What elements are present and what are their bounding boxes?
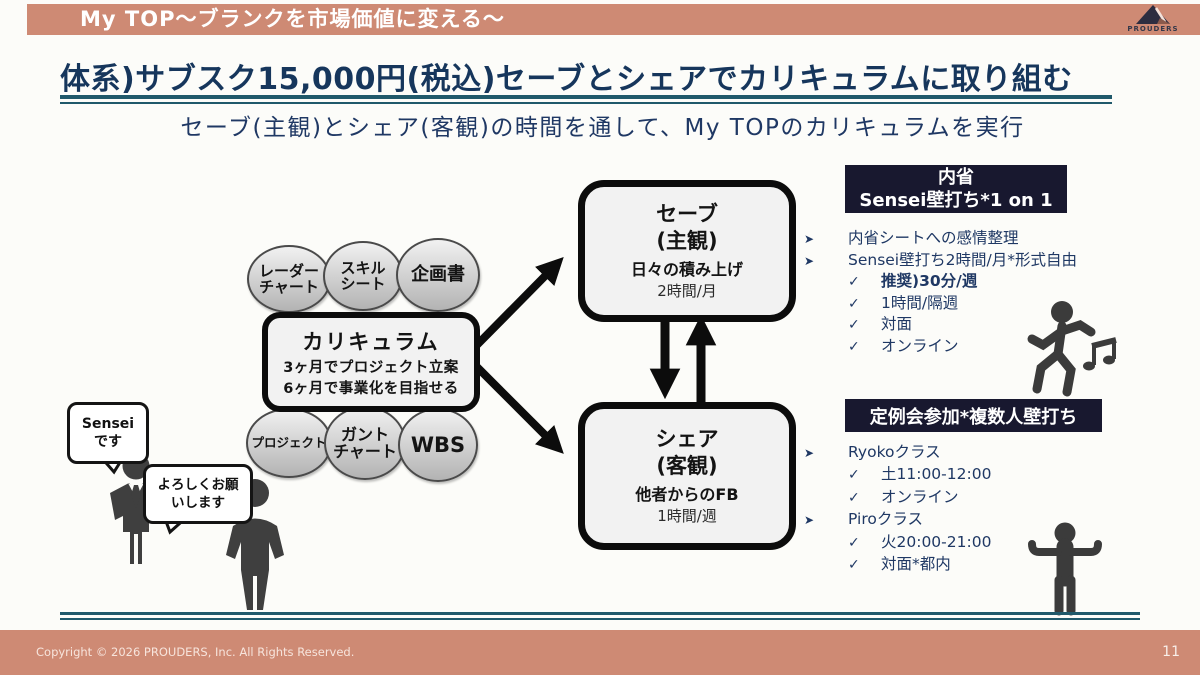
arrow-bullet-icon: ➤ — [804, 446, 815, 460]
page-number: 11 — [1162, 644, 1180, 660]
bottom-rule-thick — [60, 612, 1140, 615]
list-item: ✓ 対面*都内 — [804, 552, 1124, 574]
list-item: ✓ 推奨)30分/週 — [804, 269, 1124, 291]
curriculum-line1: 3ヶ月でプロジェクト立案 — [283, 360, 459, 376]
list-item-text: 火20:00-21:00 — [881, 532, 992, 551]
dancing-person-icon — [1027, 301, 1117, 397]
list-item-text: Piroクラス — [848, 510, 924, 529]
list-item-text: オンライン — [881, 336, 959, 355]
list-item: ✓ 火20:00-21:00 — [804, 530, 1124, 552]
panel1-header: 内省 Sensei壁打ち*1 on 1 — [845, 165, 1067, 213]
list-item: ✓ 1時間/隔週 — [804, 291, 1124, 313]
list-item-text: 1時間/隔週 — [881, 293, 959, 312]
page-subtitle: セーブ(主観)とシェア(客観)の時間を通して、My TOPのカリキュラムを実行 — [180, 115, 1025, 141]
check-bullet-icon: ✓ — [848, 534, 860, 551]
logo-brand-text: PROUDERS — [1127, 25, 1179, 33]
panel2-header-text: 定例会参加*複数人壁打ち — [869, 406, 1078, 428]
list-item-text: 土11:00-12:00 — [881, 465, 992, 484]
list-item-text: Sensei壁打ち2時間/月*形式自由 — [848, 250, 1077, 269]
share-time: 1時間/週 — [657, 506, 717, 525]
arrow-bullet-icon: ➤ — [804, 232, 815, 246]
list-item: ✓ オンライン — [804, 334, 1124, 356]
check-bullet-icon: ✓ — [848, 467, 860, 484]
list-item-text: 対面 — [881, 315, 913, 334]
save-time: 2時間/月 — [657, 281, 717, 300]
list-item: ➤ 内省シートへの感情整理 — [804, 226, 1124, 248]
panel1-header-text: 内省 Sensei壁打ち*1 on 1 — [859, 166, 1053, 211]
list-item: ✓ オンライン — [804, 485, 1124, 507]
check-bullet-icon: ✓ — [848, 556, 860, 573]
list-item-text: 内省シートへの感情整理 — [848, 229, 1019, 247]
shrug-person-icon — [1028, 522, 1102, 616]
panel2-list: ➤Ryokoクラス ✓土11:00-12:00 ✓オンライン ➤Piroクラス … — [804, 440, 1124, 574]
list-item: ✓ 対面 — [804, 312, 1124, 334]
list-item-text: Ryokoクラス — [848, 443, 941, 461]
oval-label: ガント チャート — [333, 424, 397, 461]
oval-skill-sheet: スキル シート — [323, 241, 403, 311]
save-title: セーブ — [656, 202, 718, 227]
oval-label: WBS — [410, 432, 466, 457]
list-item: ➤ Sensei壁打ち2時間/月*形式自由 — [804, 248, 1124, 270]
list-item-text: 推奨)30分/週 — [881, 272, 978, 291]
arrow-bullet-icon: ➤ — [804, 253, 815, 268]
save-box: セーブ (主観) 日々の積み上げ 2時間/月 — [578, 180, 796, 322]
speech-bubble-text: Sensei です — [81, 415, 135, 450]
list-item: ➤ Piroクラス — [804, 507, 1124, 529]
top-banner — [27, 4, 1200, 35]
oval-wbs: WBS — [398, 408, 478, 482]
footer-bar — [0, 630, 1200, 675]
music-note-icon — [1083, 337, 1117, 371]
share-desc: 他者からのFB — [635, 484, 739, 504]
curriculum-line2: 6ヶ月で事業化を目指せる — [283, 381, 459, 397]
list-item: ✓ 土11:00-12:00 — [804, 462, 1124, 484]
oval-label: レーダー チャート — [258, 261, 319, 296]
oval-label: プロジェクト — [251, 435, 327, 451]
curriculum-title: カリキュラム — [302, 330, 440, 354]
speech-bubble-sensei: Sensei です — [67, 402, 149, 464]
check-bullet-icon: ✓ — [848, 274, 860, 291]
oval-project: プロジェクト — [246, 408, 332, 478]
copyright-text: Copyright © 2026 PROUDERS, Inc. All Righ… — [36, 645, 355, 659]
arrow-bullet-icon: ➤ — [804, 513, 815, 528]
list-item-text: オンライン — [881, 487, 959, 506]
speech-bubble-greeting: よろしくお願 いします — [143, 464, 253, 524]
title-underline-thick — [60, 95, 1112, 99]
save-desc: 日々の積み上げ — [630, 259, 743, 279]
page-title: 体系)サブスク15,000円(税込)セーブとシェアでカリキュラムに取り組む — [60, 62, 1073, 97]
bottom-rule-thin — [60, 618, 1140, 620]
check-bullet-icon: ✓ — [848, 317, 860, 334]
arrow-curriculum-to-share — [467, 357, 564, 454]
banner-title: My TOP〜ブランクを市場価値に変える〜 — [80, 7, 505, 31]
oval-proposal: 企画書 — [396, 238, 480, 312]
title-underline-thin — [60, 102, 1112, 104]
oval-label: 企画書 — [411, 264, 465, 286]
list-item-text: 対面*都内 — [881, 554, 951, 573]
check-bullet-icon: ✓ — [848, 295, 860, 312]
check-bullet-icon: ✓ — [848, 489, 860, 506]
panel1-list: ➤ 内省シートへの感情整理 ➤ Sensei壁打ち2時間/月*形式自由 ✓ 推奨)30… — [804, 226, 1124, 356]
curriculum-box: カリキュラム 3ヶ月でプロジェクト立案 6ヶ月で事業化を目指せる — [262, 312, 480, 412]
check-bullet-icon: ✓ — [848, 338, 860, 355]
prouders-triangle-logo-icon — [1136, 5, 1170, 24]
oval-gantt-chart: ガント チャート — [324, 406, 406, 480]
save-subtitle: (主観) — [656, 228, 718, 253]
arrow-curriculum-to-save — [467, 257, 564, 355]
speech-bubble-text: よろしくお願 いします — [157, 476, 239, 511]
oval-label: スキル シート — [340, 258, 386, 293]
share-subtitle: (客観) — [656, 453, 718, 478]
prouders-logo: PROUDERS — [1122, 5, 1184, 35]
panel2-header: 定例会参加*複数人壁打ち — [845, 399, 1102, 432]
share-box: シェア (客観) 他者からのFB 1時間/週 — [578, 402, 796, 550]
list-item: ➤ Ryokoクラス — [804, 440, 1124, 462]
share-title: シェア — [655, 427, 719, 452]
